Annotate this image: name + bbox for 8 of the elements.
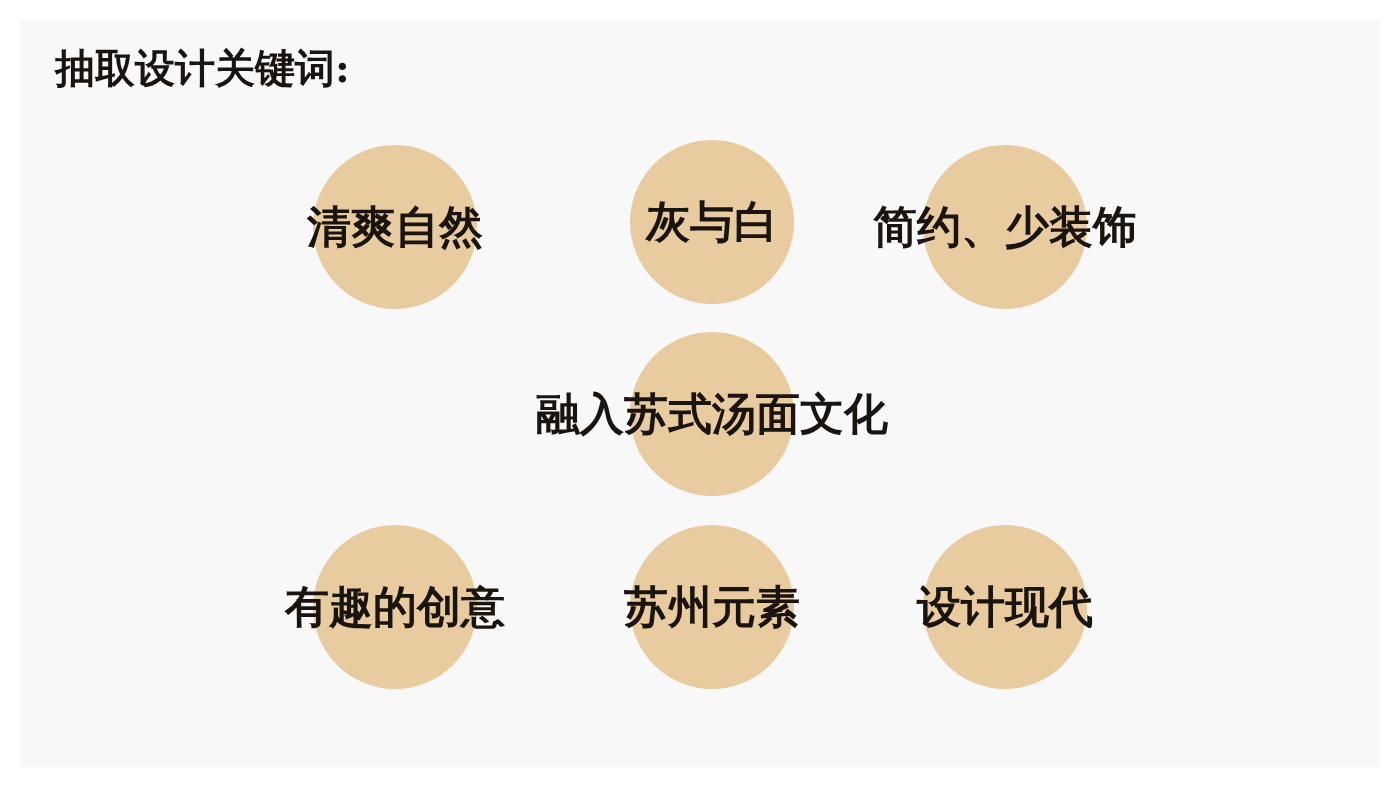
keyword-text: 简约、少装饰 <box>873 200 1137 254</box>
keyword-text: 清爽自然 <box>307 200 483 254</box>
keyword-text: 有趣的创意 <box>285 580 505 634</box>
title: 抽取设计关键词: <box>55 44 350 92</box>
keyword-text: 灰与白 <box>646 195 778 249</box>
keyword-text: 苏州元素 <box>624 580 800 634</box>
keyword-text: 设计现代 <box>917 580 1093 634</box>
keyword-text: 融入苏式汤面文化 <box>536 387 888 441</box>
